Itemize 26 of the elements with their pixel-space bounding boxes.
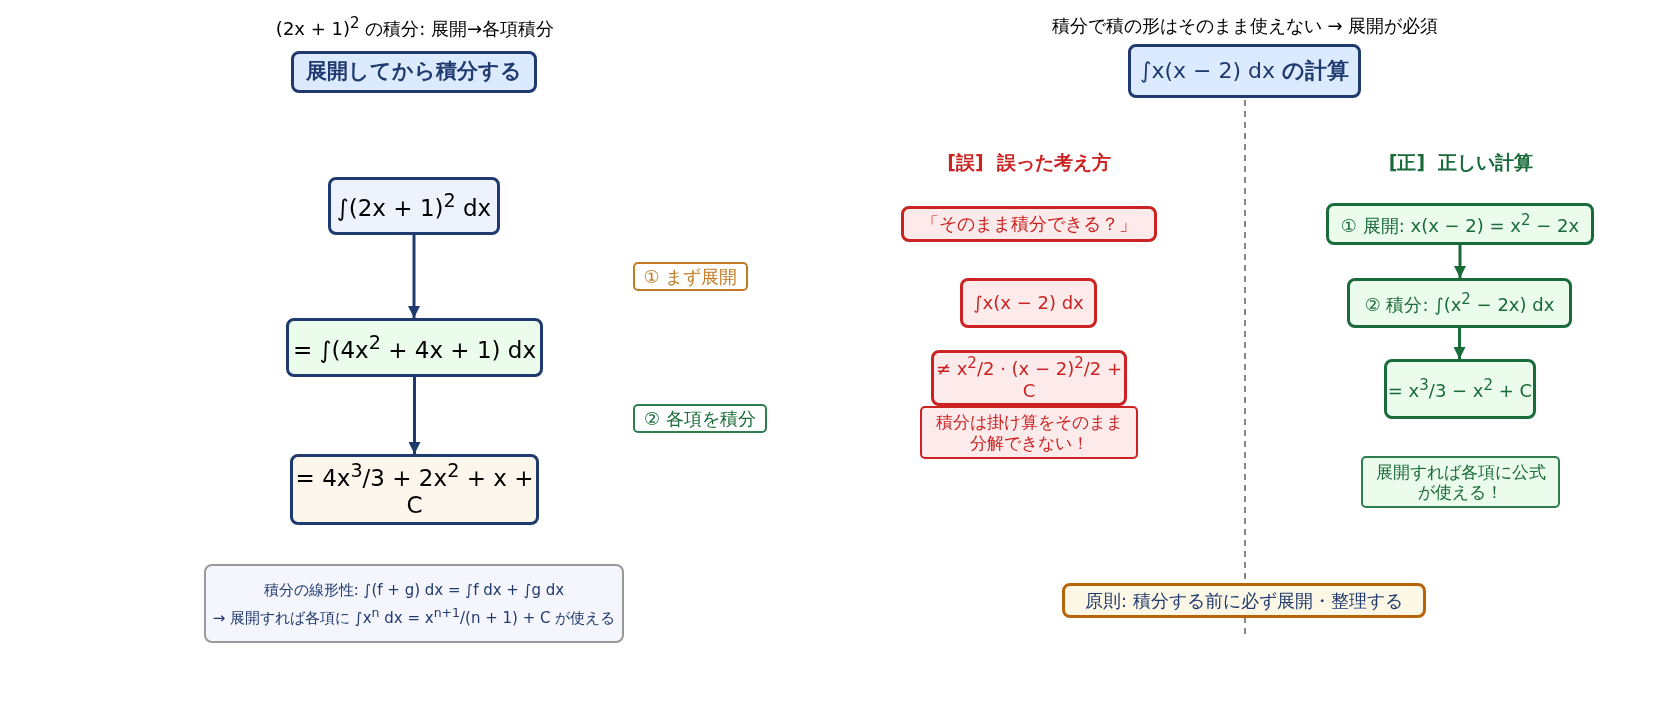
arrow <box>1454 245 1466 278</box>
note-line: → 展開すれば各項に ∫x$^{n}$ dx = x$^{n+1}$/(n + 1) + C が使える <box>212 604 616 627</box>
column-heading: [正] 正しい計算 <box>1388 150 1534 175</box>
step-tag: ① まず展開 <box>633 262 748 291</box>
result-box: = 4x$^{3}$/3 + 2x$^{2}$ + x + C <box>290 454 539 525</box>
formula-box: ∫(2x + 1)$^{2}$ dx <box>328 177 500 235</box>
tip-box: 展開すれば各項に公式が使える！ <box>1361 456 1560 508</box>
column-heading: [誤] 誤った考え方 <box>947 150 1111 175</box>
step-box: = x$^{3}$/3 − x$^{2}$ + C <box>1384 359 1536 419</box>
step-box: ② 積分: ∫(x$^{2}$ − 2x) dx <box>1347 278 1572 328</box>
arrow <box>1453 328 1466 359</box>
principle-box: 原則: 積分する前に必ず展開・整理する <box>1062 583 1426 618</box>
title-box: 展開してから積分する <box>291 51 537 93</box>
wrong-box: ≠ x$^{2}$/2 · (x − 2)$^{2}$/2 + C <box>931 350 1127 406</box>
wrong-box: 「そのまま積分できる？」 <box>901 206 1157 242</box>
arrow <box>408 235 420 318</box>
step-tag: ② 各項を積分 <box>633 404 767 433</box>
panel-title: (2x + 1)$^{2}$ の積分: 展開→各項積分 <box>275 14 555 41</box>
wrong-box: ∫x(x − 2) dx <box>960 278 1097 328</box>
formula-box: = ∫(4x$^{2}$ + 4x + 1) dx <box>286 318 543 377</box>
title-box: ∫x(x − 2) dx の計算 <box>1128 44 1361 98</box>
step-box: ① 展開: x(x − 2) = x$^{2}$ − 2x <box>1326 203 1594 245</box>
note-line: 積分の線形性: ∫(f + g) dx = ∫f dx + ∫g dx <box>263 580 565 599</box>
arrow <box>408 377 421 454</box>
warning-box: 積分は掛け算をそのまま分解できない！ <box>920 406 1138 459</box>
panel-title: 積分で積の形はそのまま使えない → 展開が必須 <box>1051 14 1439 38</box>
